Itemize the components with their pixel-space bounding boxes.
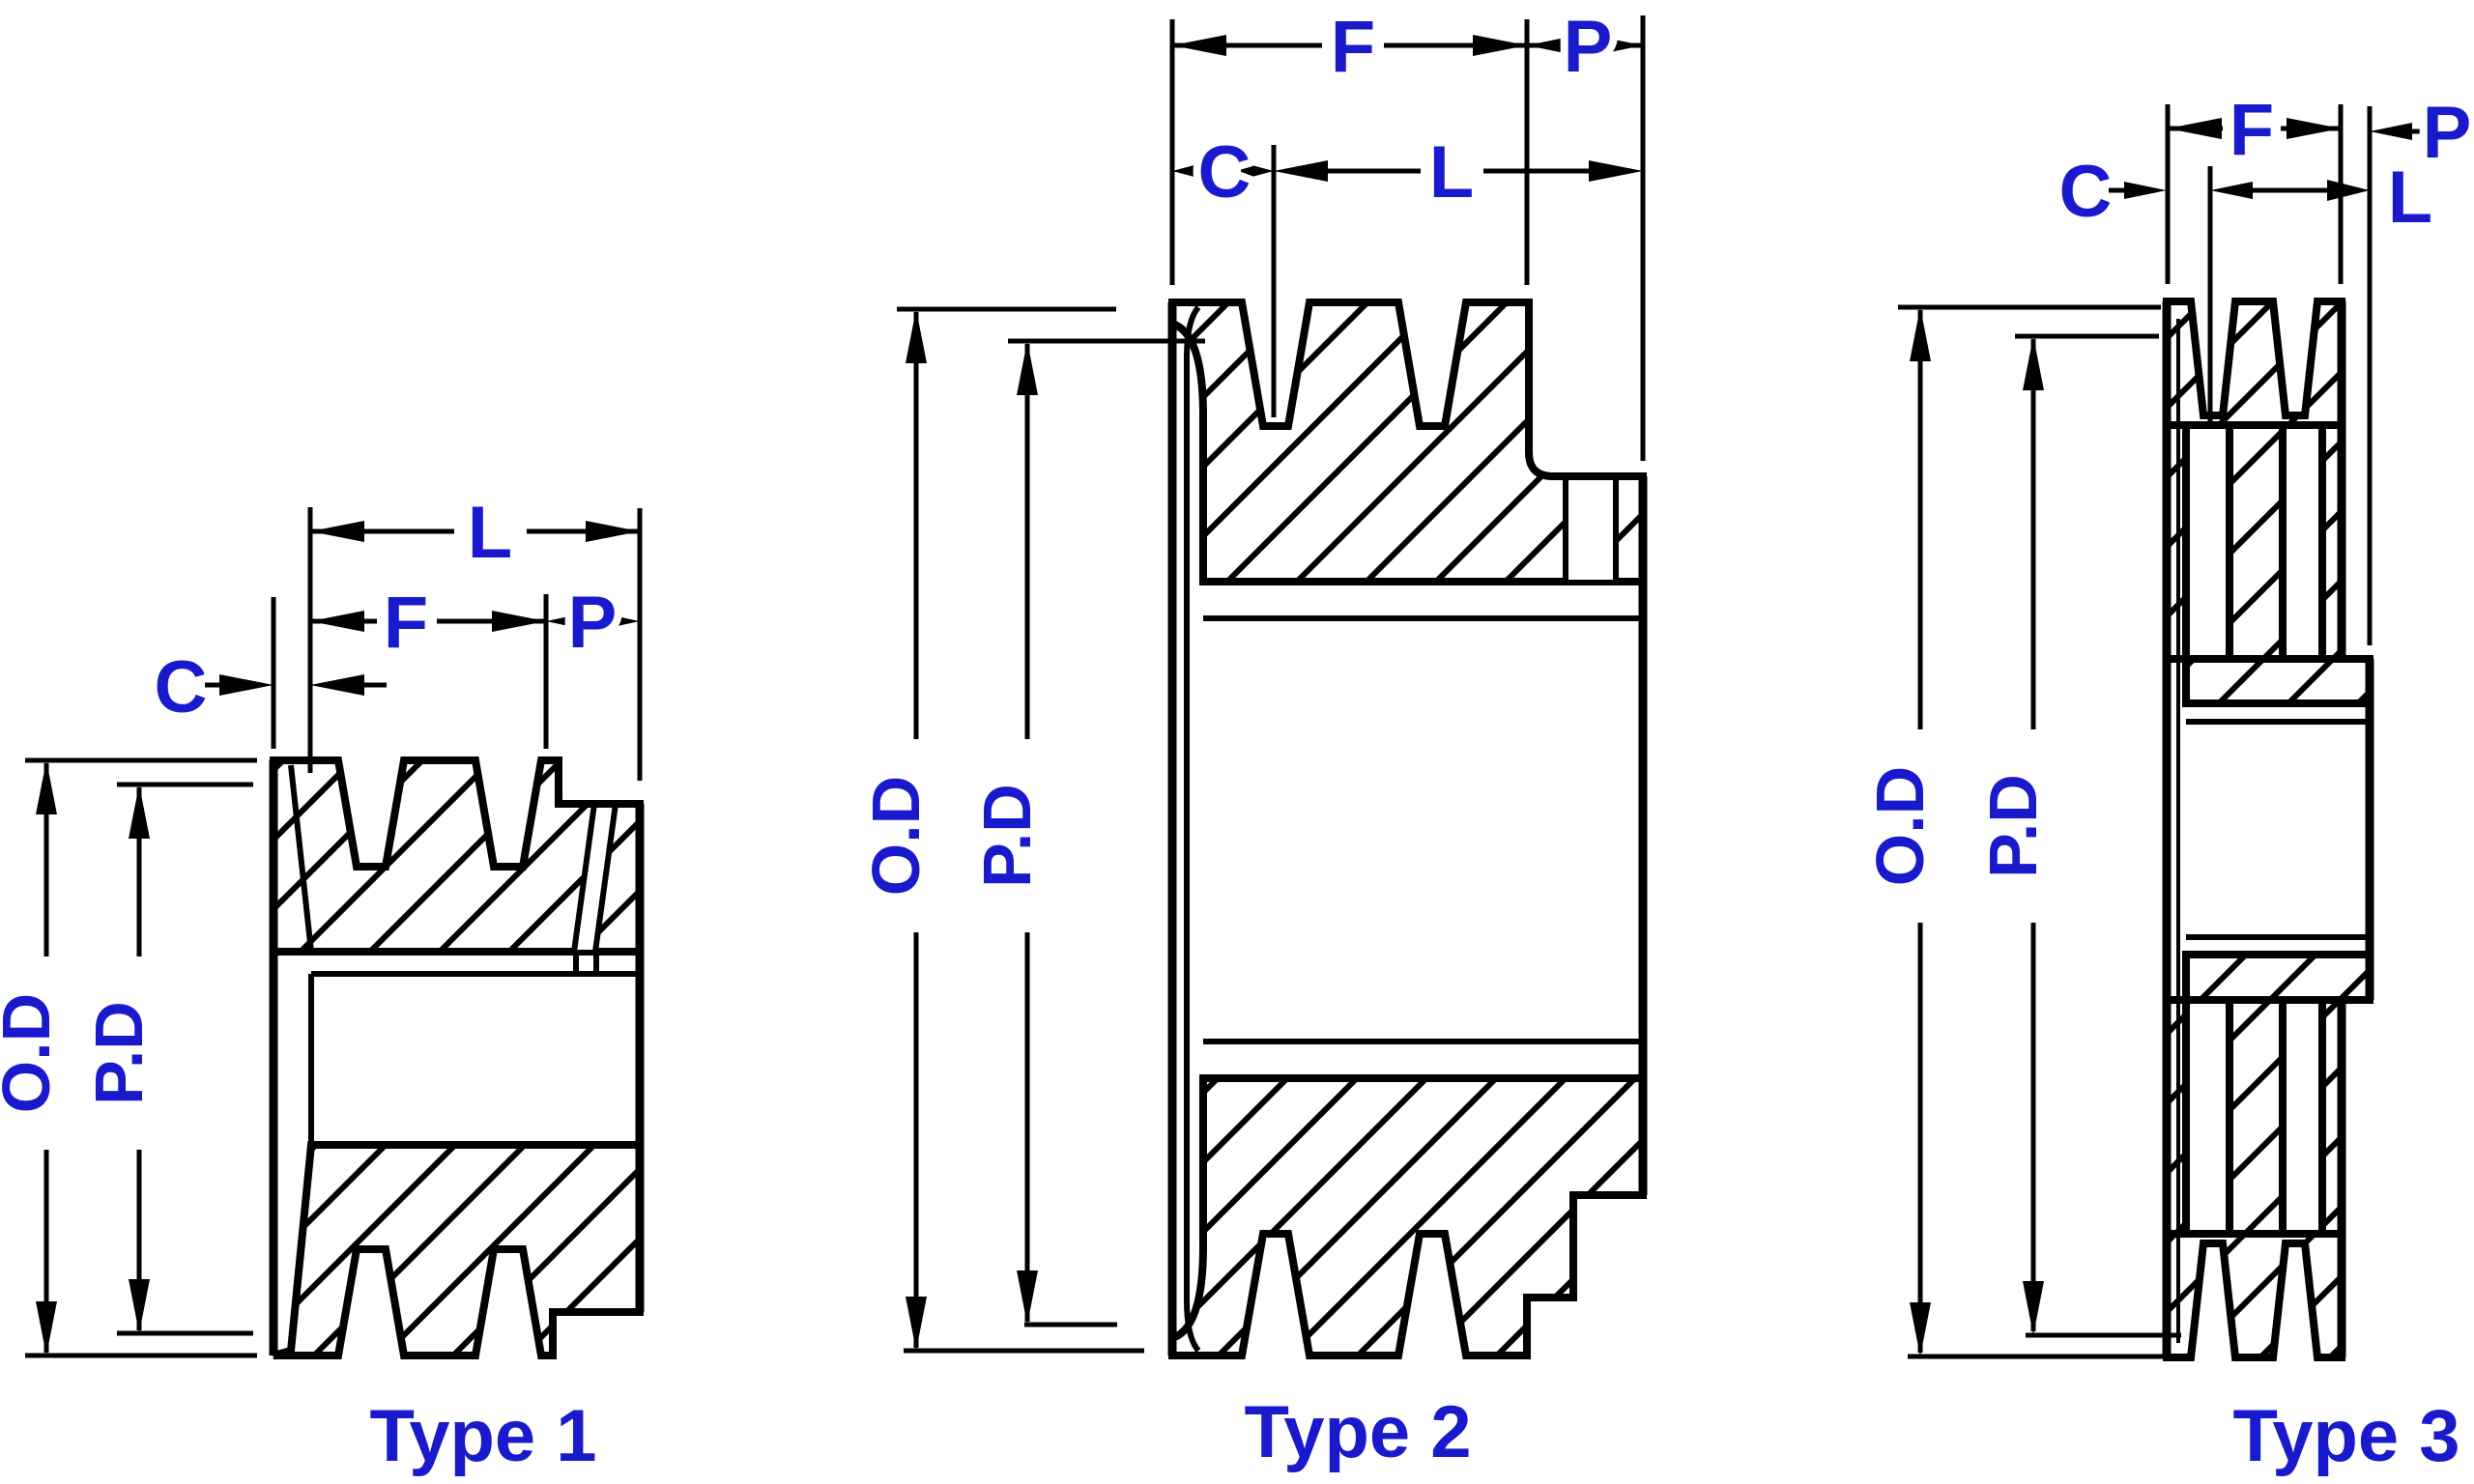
- type1-label-C: C: [155, 646, 208, 728]
- type1-drawing: L F P C O.D P.D Type 1: [0, 484, 645, 1477]
- type2-dimension-lines: [913, 43, 1643, 1348]
- type2-bushing-split-slot: [1568, 480, 1614, 580]
- type3-extension-lines: [1898, 104, 2373, 1359]
- type2-pulley-section: [1167, 299, 1648, 1359]
- type3-outer-faces: [2162, 301, 2374, 1357]
- type1-label-OD: O.D: [0, 993, 64, 1113]
- type1-label-P: P: [568, 582, 618, 664]
- type3-label-P: P: [2423, 92, 2472, 174]
- type2-detail-lines: [1184, 305, 1643, 1353]
- type3-caption: Type 3: [2232, 1395, 2460, 1477]
- type2-dimensions: F P C L O.D P.D: [850, 0, 1646, 1354]
- type2-label-P: P: [1564, 6, 1613, 88]
- type2-caption: Type 2: [1244, 1391, 1471, 1473]
- type2-hatched-rim: [1168, 299, 1647, 1359]
- type2-label-PD: P.D: [969, 784, 1045, 888]
- type2-outer-faces: [1167, 302, 1648, 1356]
- type1-bushing-split-slot: [572, 808, 615, 950]
- type2-label-L: L: [1429, 131, 1474, 214]
- type3-label-C: C: [2059, 151, 2113, 233]
- type3-label-PD: P.D: [1975, 774, 2051, 878]
- type1-extension-lines: [25, 507, 643, 1358]
- type1-detail-lines: [288, 764, 640, 1148]
- type3-label-OD: O.D: [1862, 766, 1938, 886]
- type3-label-F: F: [2229, 89, 2274, 171]
- type3-pulley-section: [2162, 298, 2374, 1361]
- type1-outer-faces: [269, 760, 645, 1356]
- type1-hatched-rim: [270, 756, 644, 1359]
- type2-label-C: C: [1198, 131, 1251, 214]
- type2-extension-lines: [897, 15, 1646, 1354]
- type3-label-L: L: [2388, 157, 2432, 239]
- type2-label-OD: O.D: [858, 776, 934, 896]
- type2-drawing: F P C L O.D P.D Type 2: [850, 0, 1648, 1473]
- type1-dimensions: L F P C O.D P.D: [0, 484, 643, 1358]
- type1-label-L: L: [468, 492, 512, 574]
- type3-detail-lines: [2186, 719, 2370, 940]
- type1-label-PD: P.D: [81, 1001, 157, 1105]
- type1-label-F: F: [384, 582, 428, 664]
- type1-caption: Type 1: [369, 1395, 596, 1477]
- type1-arrowheads: [36, 521, 640, 1356]
- type2-label-F: F: [1331, 6, 1375, 88]
- type3-drawing: F P C L O.D P.D Type 3: [1855, 81, 2474, 1477]
- type3-dimensions: F P C L O.D P.D: [1855, 81, 2474, 1359]
- type1-pulley-section: [269, 756, 645, 1359]
